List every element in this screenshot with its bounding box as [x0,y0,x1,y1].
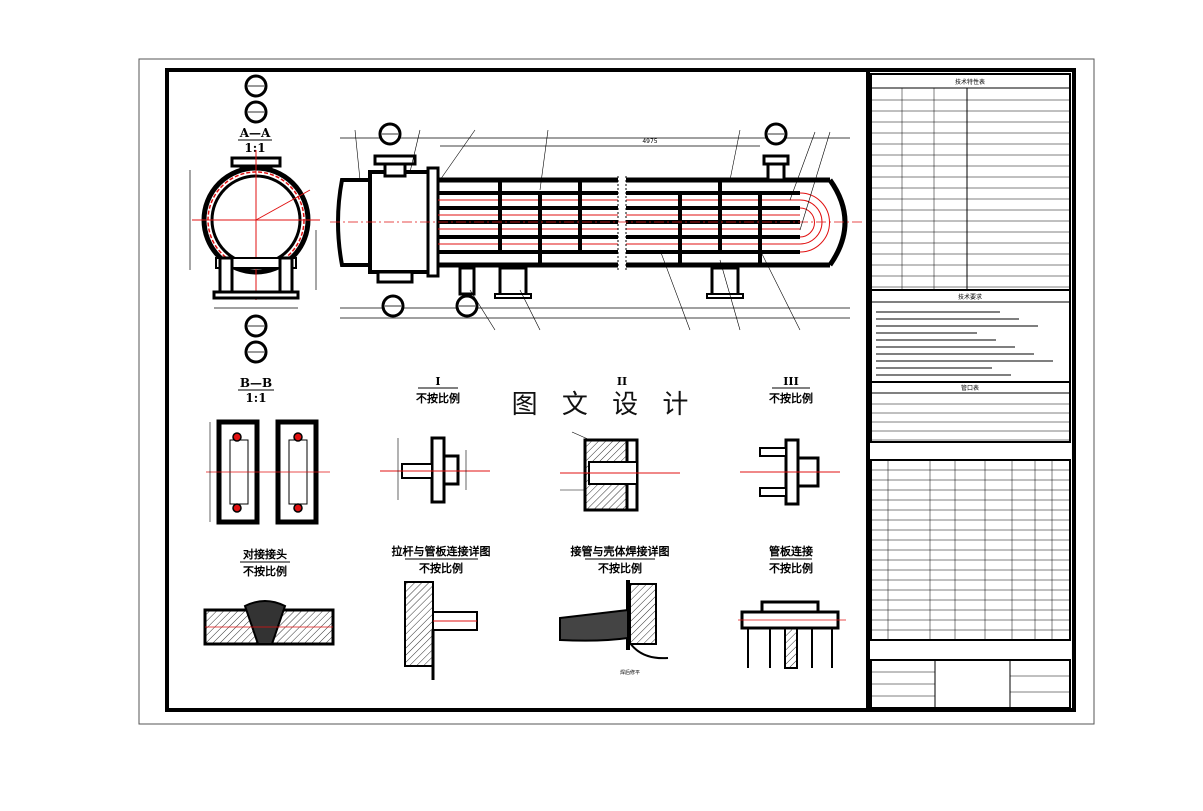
section-bb-scale: 1:1 [245,391,266,405]
main-dim-total: 4975 [642,138,657,145]
section-aa-scale: 1:1 [244,141,265,155]
paper-border [138,58,1095,725]
main-elevation-view: 4975 [330,129,862,331]
nozzle-table-rows [871,403,1070,441]
section-aa-title: A—A [239,126,271,140]
tie-rod-scale: 不按比例 [419,561,463,575]
nozzle-table: 管口表 [870,381,1071,443]
nozzle-callouts [244,74,788,364]
tech-table-header: 技术特性表 [955,78,985,86]
section-bb: B—B 1:1 [206,376,330,525]
title-block [870,659,1071,709]
detail-tie-rod: 拉杆与管板连接详图 不按比例 [392,544,491,680]
nozzle-weld-note: 焊后修平 [620,669,640,676]
butt-joint-title: 对接接头 [243,547,287,561]
drawing-frame [165,68,1076,712]
requirements-header: 技术要求 [958,293,982,301]
detail-i-title: I [435,375,440,388]
tech-table-rows [871,99,1070,288]
watermark: 图 文 设 计 [512,390,697,420]
technical-characteristics-table: 技术特性表 [870,73,1071,291]
detail-ii-title: II [617,375,627,388]
detail-tubesheet: 管板连接 不按比例 [738,544,846,669]
requirements-text-lines [876,311,1053,376]
nozzle-table-header: 管口表 [961,384,979,392]
tie-rod-title: 拉杆与管板连接详图 [392,544,491,558]
detail-iii-title: III [783,375,798,388]
nozzle-weld-scale: 不按比例 [598,561,642,575]
detail-butt-joint: 对接接头 不按比例 [203,547,335,646]
tubesheet-scale: 不按比例 [769,561,813,575]
detail-i: I 不按比例 [380,375,490,504]
nozzle-weld-title: 接管与壳体焊接详图 [571,544,670,558]
parts-list-rows [871,460,1070,640]
detail-ii: II 图 文 设 计 [512,375,697,512]
section-aa: A—A 1:1 [189,126,320,309]
detail-iii-scale: 不按比例 [769,391,813,405]
detail-i-scale: 不按比例 [416,391,460,405]
tubesheet-title: 管板连接 [769,544,813,558]
detail-nozzle-weld: 接管与壳体焊接详图 不按比例 焊后修平 [559,544,670,676]
butt-joint-scale: 不按比例 [243,564,287,578]
detail-iii: III 不按比例 [740,375,840,506]
section-bb-title: B—B [240,376,272,390]
